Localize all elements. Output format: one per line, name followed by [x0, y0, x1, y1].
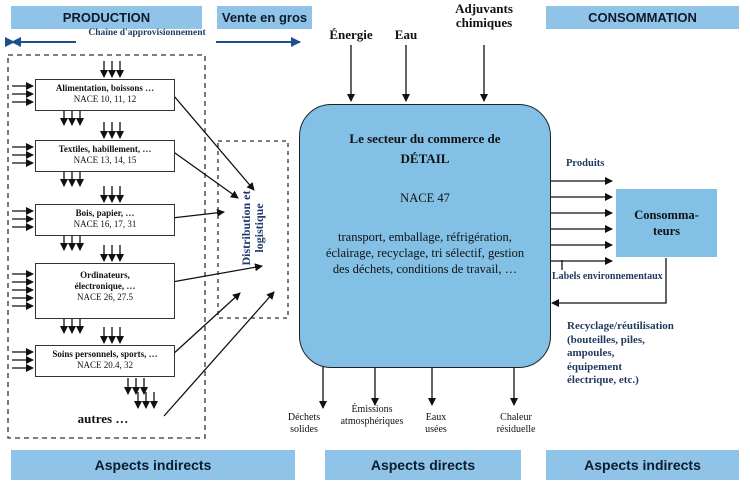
retail-title-2: DÉTAIL	[400, 151, 450, 166]
production-header: PRODUCTION	[11, 6, 202, 29]
indirect-aspects-left: Aspects indirects	[11, 450, 295, 480]
direct-aspects: Aspects directs	[325, 450, 521, 480]
retail-nace: NACE 47	[400, 191, 450, 205]
indirect-aspects-right: Aspects indirects	[546, 450, 739, 480]
retail-sector-box: Le secteur du commerce de DÉTAIL NACE 47…	[299, 104, 551, 368]
sector-name: Alimentation, boissons …	[55, 83, 155, 93]
consumption-header: CONSOMMATION	[546, 6, 739, 29]
sector-name: Textiles, habillement, …	[58, 144, 152, 154]
supply-chain-label: Chaîne d'approvisionnement	[88, 28, 206, 38]
sector-nace: NACE 20.4, 32	[77, 360, 133, 370]
output-waste-heat: Chaleur résiduelle	[496, 412, 536, 435]
consumers-box: Consomma-teurs	[616, 189, 717, 257]
sector-electronics: Ordinateurs, électronique, … NACE 26, 27…	[35, 263, 175, 319]
sector-nace: NACE 13, 14, 15	[73, 155, 137, 165]
input-water: Eau	[394, 27, 418, 42]
output-wastewater: Eaux usées	[425, 412, 447, 435]
sector-personal-care: Soins personnels, sports, … NACE 20.4, 3…	[35, 345, 175, 377]
wholesale-header: Vente en gros	[217, 6, 312, 29]
input-chemicals: Adjuvants chimiques	[455, 1, 513, 30]
output-solid-waste: Déchets solides	[287, 412, 321, 435]
distribution-text: Distribution et logistique	[239, 190, 266, 266]
sector-name: Soins personnels, sports, …	[52, 349, 158, 359]
sector-textiles: Textiles, habillement, … NACE 13, 14, 15	[35, 140, 175, 172]
sector-name: Ordinateurs, électronique, …	[74, 270, 136, 291]
retail-activities: transport, emballage, réfrigération, écl…	[325, 230, 525, 276]
retail-title: Le secteur du commerce de	[349, 131, 501, 146]
sector-nace: NACE 26, 27.5	[77, 292, 133, 302]
eco-labels: Labels environnementaux	[552, 271, 663, 282]
output-emissions: Émissions atmosphériques	[340, 404, 404, 427]
input-energy: Énergie	[329, 27, 373, 42]
others-label: autres …	[77, 411, 129, 426]
sector-nace: NACE 16, 17, 31	[73, 219, 137, 229]
consumers-text: Consomma-teurs	[634, 208, 699, 238]
products-label: Produits	[566, 158, 605, 169]
sector-nace: NACE 10, 11, 12	[73, 94, 137, 104]
sector-wood: Bois, papier, … NACE 16, 17, 31	[35, 204, 175, 236]
sector-name: Bois, papier, …	[75, 208, 135, 218]
sector-food: Alimentation, boissons … NACE 10, 11, 12	[35, 79, 175, 111]
recycling-label: Recyclage/réutilisation (bouteilles, pil…	[567, 320, 674, 386]
